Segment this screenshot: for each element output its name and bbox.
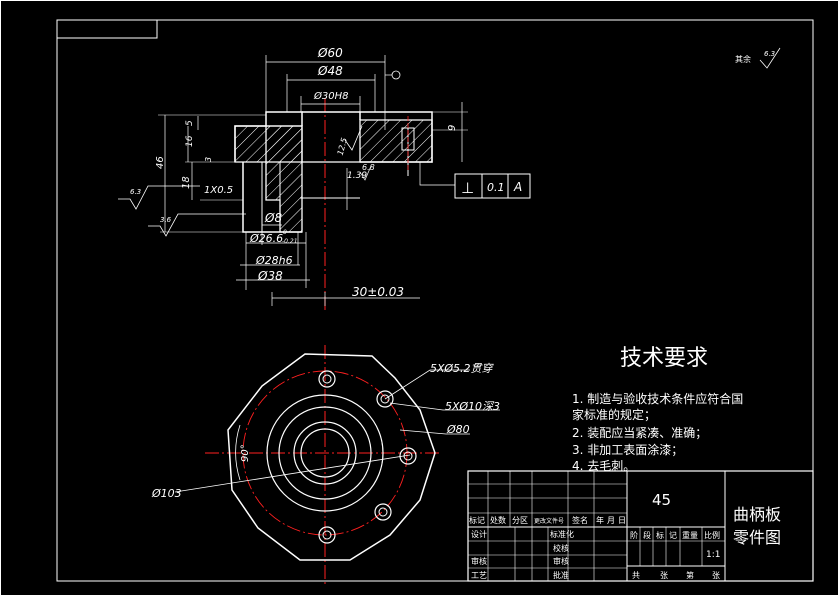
bolt-hole (318, 526, 336, 544)
tb-h-mark: 标记 (469, 515, 485, 525)
tb-design: 设计 (471, 529, 487, 539)
plan-view: 90° 5XØ5.2贯穿 5XØ10深3 Ø80 Ø103 (151, 345, 500, 585)
requirement-item: 家标准的规定； (572, 407, 656, 422)
requirement-item: 2. 装配应当紧凑、准确； (572, 425, 707, 440)
plan-holes-label: 5XØ5.2贯穿 (430, 362, 494, 375)
dim-chamfer: 1X0.5 (204, 185, 233, 196)
tb-sheet-1: 张 (660, 571, 668, 580)
tb-weight: 重量 (682, 530, 698, 540)
dim-h5: 5 (185, 120, 195, 126)
dim-d26-tol: -0.21 (282, 238, 298, 245)
tb-scale-label: 比例 (704, 530, 720, 540)
tb-h-sign: 签名 (572, 515, 588, 525)
tb-material: 45 (652, 491, 671, 509)
tb-craft: 工艺 (471, 571, 487, 580)
tb-h-day: 日 (618, 516, 626, 525)
dim-d8: Ø8 (264, 211, 282, 225)
tb-sheet-0: 共 (632, 571, 640, 580)
tb-audit2: 审核 (553, 556, 569, 566)
section-right-flange (359, 119, 433, 163)
tb-proofread: 校核 (553, 543, 569, 553)
rest-value: 6.3 (764, 50, 775, 58)
dim-d60: Ø60 (317, 46, 343, 60)
requirement-item: 4. 去毛刺。 (572, 459, 635, 473)
tb-sheet-2: 第 (686, 570, 694, 580)
dim-d38: Ø38 (257, 269, 283, 283)
tb-approve: 批准 (553, 570, 569, 580)
dim-d48: Ø48 (317, 64, 343, 78)
dim-139: 1.39 (347, 171, 367, 181)
dim-h16: 16 (185, 135, 195, 147)
rest-roughness: 其余 6.3 (735, 47, 781, 69)
dim-h9: 9 (447, 125, 458, 131)
bolt-hole (376, 390, 394, 408)
rough-left1: 6.3 (130, 188, 141, 196)
tb-h-doc: 更改文件号 (534, 517, 564, 525)
technical-requirements: 技术要求 1. 制造与验收技术条件应符合国 家标准的规定； 2. 装配应当紧凑、… (572, 346, 743, 473)
plan-cbore-label: 5XØ10深3 (445, 400, 500, 413)
requirements-title: 技术要求 (620, 346, 708, 371)
bolt-hole (318, 370, 336, 388)
tol-symbol: ⊥ (461, 179, 474, 197)
dim-h3: 3 (204, 157, 213, 162)
title-block: 标记 处数 分区 更改文件号 签名 年 月 日 设计 标准化 校核 审核 审核 … (467, 470, 814, 582)
tb-standardize: 标准化 (550, 529, 574, 539)
tb-h-zone: 分区 (512, 516, 528, 525)
plan-angle: 90° (240, 444, 251, 462)
dim-h18: 18 (181, 176, 192, 189)
requirement-item: 1. 制造与验收技术条件应符合国 (572, 391, 743, 406)
dim-len30: 30±0.03 (352, 285, 404, 299)
bolt-hole (374, 503, 392, 521)
tb-stage-3: 记 (669, 531, 677, 540)
rest-label: 其余 (735, 54, 751, 64)
tolerance-frame: ⊥ 0.1 A (454, 173, 531, 199)
tb-review: 审核 (471, 556, 487, 566)
dim-d30: Ø30H8 (313, 90, 348, 102)
frame-corner-box (56, 19, 158, 39)
plan-d80: Ø80 (446, 423, 470, 436)
rough-125: 12.5 (336, 137, 349, 157)
inner-frame (56, 19, 814, 582)
tb-h-count: 处数 (490, 515, 506, 525)
tb-part-name-2: 零件图 (733, 528, 781, 547)
dim-d28: Ø28h6 (255, 254, 293, 267)
dim-d26-tol-top: 0 (283, 229, 287, 236)
tb-h-month: 月 (607, 516, 615, 525)
rough-left2: 3.6 (160, 216, 172, 224)
tb-part-name-1: 曲柄板 (733, 505, 781, 524)
requirement-item: 3. 非加工表面涂漆； (572, 442, 683, 457)
dim-d26: Ø26.6 (249, 232, 283, 245)
tb-scale: 1:1 (706, 550, 720, 560)
dim-h46: 46 (155, 156, 166, 169)
tb-stage-2: 标 (656, 530, 664, 540)
tb-sheet-3: 张 (712, 571, 720, 580)
rough-68: 6.8 (362, 163, 375, 172)
tol-value: 0.1 (487, 181, 505, 194)
plate-outline (227, 353, 436, 561)
tol-datum: A (513, 180, 522, 194)
tb-h-year: 年 (596, 515, 604, 525)
section-view: Ø60 Ø48 Ø30H8 5 16 46 18 3 1X0.5 9 12.5 … (118, 46, 531, 312)
tb-stage-0: 阶 (630, 530, 638, 540)
tb-stage-1: 段 (643, 530, 651, 540)
plan-d103: Ø103 (151, 487, 182, 500)
